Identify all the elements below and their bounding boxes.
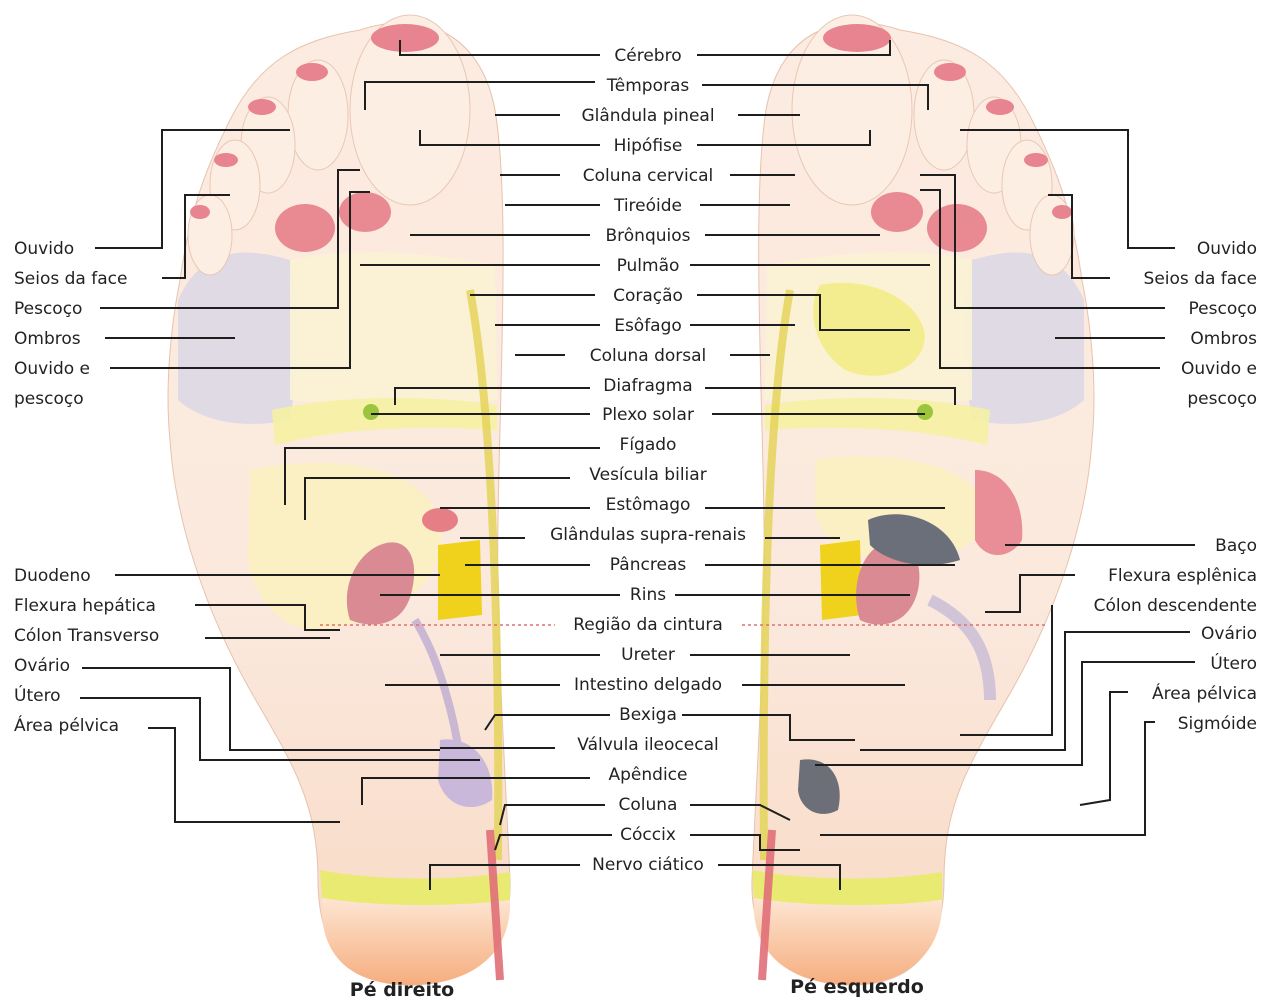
label-temporas: Têmporas — [606, 76, 690, 96]
right-label-seios-da-face: Seios da face — [1144, 269, 1257, 289]
left-label-colon-transverso: Cólon Transverso — [14, 626, 159, 646]
left-label-area-pelvica: Área pélvica — [14, 714, 119, 736]
label-tireoide: Tireóide — [613, 196, 682, 216]
label-nervo-ciatico: Nervo ciático — [592, 855, 704, 875]
label-coccix: Cóccix — [620, 825, 676, 845]
left-side-labels: Ouvido Seios da face Pescoço Ombros Ouvi… — [14, 239, 159, 736]
label-esofago: Esôfago — [614, 316, 682, 336]
right-label-pescoco: Pescoço — [1189, 299, 1257, 319]
label-coluna-dorsal: Coluna dorsal — [590, 346, 707, 366]
label-plexo-solar: Plexo solar — [602, 405, 694, 425]
label-pancreas: Pâncreas — [610, 555, 687, 575]
left-label-ouvido: Ouvido — [14, 239, 74, 259]
label-valvula-ileocecal: Válvula ileocecal — [577, 735, 718, 755]
right-label-ouvido-e: Ouvido e — [1181, 359, 1257, 379]
right-label-area-pelvica: Área pélvica — [1152, 682, 1257, 704]
left-label-utero: Útero — [14, 684, 61, 706]
right-label-ombros: Ombros — [1190, 329, 1257, 349]
caption-left-foot: Pé esquerdo — [790, 976, 924, 998]
label-glandulas-supra-renais: Glândulas supra-renais — [550, 525, 746, 545]
label-vesicula-biliar: Vesícula biliar — [589, 465, 706, 485]
caption-right-foot: Pé direito — [350, 979, 454, 1001]
label-glandula-pineal: Glândula pineal — [581, 106, 714, 126]
label-estomago: Estômago — [606, 495, 691, 515]
right-label-flexura-esplenica: Flexura esplênica — [1108, 566, 1257, 586]
label-coluna: Coluna — [619, 795, 678, 815]
left-label-ouvido-e: Ouvido e — [14, 359, 90, 379]
label-regiao-da-cintura: Região da cintura — [573, 615, 723, 635]
left-label-pescoco-2: pescoço — [14, 389, 84, 409]
label-diafragma: Diafragma — [603, 376, 692, 396]
label-coluna-cervical: Coluna cervical — [583, 166, 713, 186]
left-foot-illustration — [752, 15, 1094, 985]
label-bronquios: Brônquios — [606, 226, 691, 246]
label-hipofise: Hipófise — [614, 136, 683, 156]
left-label-seios-da-face: Seios da face — [14, 269, 127, 289]
label-pulmao: Pulmão — [617, 256, 680, 276]
label-cerebro: Cérebro — [614, 46, 681, 66]
right-label-sigmoide: Sigmóide — [1178, 714, 1257, 734]
left-label-flexura-hepatica: Flexura hepática — [14, 596, 156, 616]
right-label-utero: Útero — [1210, 652, 1257, 674]
right-label-pescoco-2: pescoço — [1187, 389, 1257, 409]
label-intestino-delgado: Intestino delgado — [574, 675, 722, 695]
label-bexiga: Bexiga — [619, 705, 677, 725]
label-apendice: Apêndice — [609, 765, 688, 785]
right-label-colon-descendente: Cólon descendente — [1094, 596, 1257, 616]
label-rins: Rins — [630, 585, 666, 605]
left-label-duodeno: Duodeno — [14, 566, 91, 586]
right-label-baco: Baço — [1215, 536, 1257, 556]
right-label-ovario: Ovário — [1201, 624, 1257, 644]
right-label-ouvido: Ouvido — [1197, 239, 1257, 259]
right-side-labels: Ouvido Seios da face Pescoço Ombros Ouvi… — [1094, 239, 1258, 734]
label-figado: Fígado — [620, 435, 677, 455]
left-label-pescoco: Pescoço — [14, 299, 82, 319]
label-coracao: Coração — [613, 286, 683, 306]
label-ureter: Ureter — [621, 645, 675, 665]
left-label-ovario: Ovário — [14, 656, 70, 676]
right-foot-illustration — [168, 15, 510, 985]
left-label-ombros: Ombros — [14, 329, 81, 349]
center-label-column: Cérebro Têmporas Glândula pineal Hipófis… — [550, 46, 746, 875]
